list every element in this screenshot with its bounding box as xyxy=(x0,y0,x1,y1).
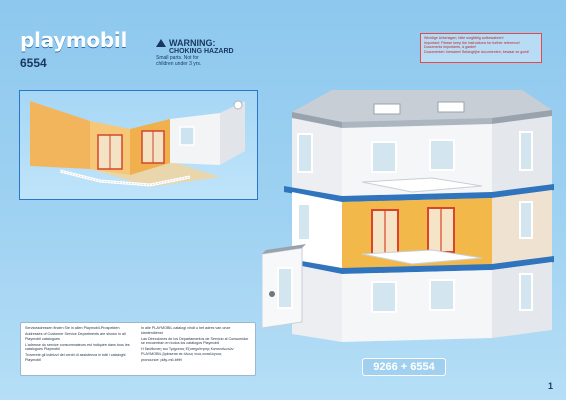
skylight-left xyxy=(373,103,401,115)
warning-line-1: Small parts. Not for xyxy=(156,55,199,61)
window xyxy=(429,139,455,171)
white-wall xyxy=(170,113,220,165)
entrance-door xyxy=(277,267,293,309)
notice-line: Wichtige Unterlagen, bitte sorgfältig au… xyxy=(424,36,504,40)
blue-band-bottom xyxy=(284,256,554,274)
low-wall-left xyxy=(292,264,342,342)
service-entry: Troverete gli indirizzi dei centri di as… xyxy=(25,353,126,362)
customer-service-info: Serviceadressen finden Sie in allen Play… xyxy=(20,322,256,376)
interior-illustration xyxy=(30,100,245,187)
window xyxy=(371,141,397,173)
combination-set-label: 9266 + 6554 xyxy=(362,358,446,376)
window xyxy=(371,281,397,313)
notice-line: Documents importants, à garder! xyxy=(424,45,477,50)
window xyxy=(297,203,311,241)
window xyxy=(519,273,533,311)
window-small xyxy=(179,126,195,146)
notice-line: Documenten: bewaren! Belangrijke documen… xyxy=(424,49,530,54)
article-number: 6554 xyxy=(20,56,47,70)
service-entry: Addresses of Customer Service Department… xyxy=(25,332,126,341)
warning-subtitle: CHOKING HAZARD xyxy=(169,48,234,55)
warning-title: WARNING: xyxy=(169,38,216,48)
service-column-left: Serviceadressen finden Sie in allen Play… xyxy=(25,326,135,372)
window xyxy=(519,131,533,171)
warning-heading: WARNING: xyxy=(156,38,241,48)
roof xyxy=(292,90,552,122)
service-column-right: In alle PLAYMOBIL catalogi vindt u het a… xyxy=(141,326,251,372)
choking-hazard-warning: WARNING: CHOKING HAZARD Small parts. Not… xyxy=(156,38,241,67)
service-entry: pronounce: plāy-mō-bēēl xyxy=(141,357,182,362)
skylight-right xyxy=(437,101,465,113)
doorbell-icon xyxy=(269,291,275,297)
notice-line: Important: Please keep the instructions … xyxy=(424,40,520,45)
warning-triangle-icon xyxy=(156,39,166,47)
service-entry: Las Direcciones de los Departamentos de … xyxy=(141,336,249,346)
interior-preview-panel xyxy=(19,90,258,200)
low-wall-front xyxy=(342,270,492,342)
house-illustration xyxy=(261,82,562,362)
service-entry: Serviceadressen finden Sie in allen Play… xyxy=(25,326,120,330)
window xyxy=(429,279,455,311)
warning-line-2: children under 3 yrs. xyxy=(156,61,202,67)
blue-band-top xyxy=(284,184,554,202)
page-number: 1 xyxy=(548,381,554,391)
important-documents-notice: Wichtige Unterlagen, bitte sorgfältig au… xyxy=(420,33,542,63)
lamp-icon xyxy=(233,100,243,110)
service-entry: Η διεύθυνση του Τμήματος Εξυπηρέτησης Κα… xyxy=(141,347,234,356)
service-entry: In alle PLAYMOBIL catalogi vindt u het a… xyxy=(141,326,231,335)
house-svg xyxy=(261,90,554,342)
yellow-wall-left xyxy=(30,101,90,169)
window xyxy=(519,201,533,239)
playmobil-logo: playmobil xyxy=(20,28,127,52)
window xyxy=(297,133,313,173)
service-entry: L'adresse du service consommateurs est i… xyxy=(25,342,130,352)
